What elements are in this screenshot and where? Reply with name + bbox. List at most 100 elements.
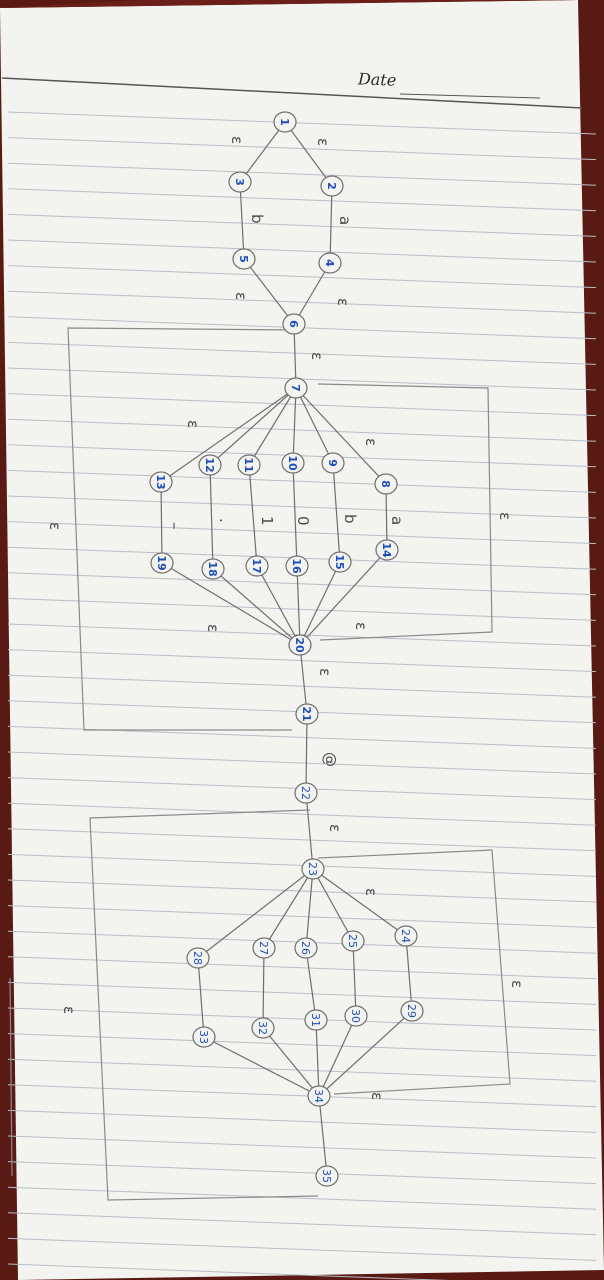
state-node: 34 — [307, 1085, 331, 1107]
transition-arrow — [305, 713, 308, 794]
transition-arrow — [299, 644, 308, 715]
transition-label: ε — [46, 522, 64, 530]
state-node: 10 — [281, 452, 305, 474]
transition-arrow — [197, 957, 205, 1038]
svg-text:20: 20 — [293, 637, 306, 653]
state-node: 32 — [251, 1017, 275, 1039]
transition-label: ε — [362, 438, 380, 446]
transition-arrow — [329, 185, 333, 264]
transition-arrow — [305, 868, 314, 949]
transition-arrow — [293, 262, 331, 325]
transition-arrow — [312, 868, 354, 942]
transition-arrow — [161, 562, 301, 646]
transition-label: ε — [314, 138, 332, 146]
svg-text:28: 28 — [191, 951, 204, 965]
state-node: 24 — [394, 925, 418, 947]
state-node: 6 — [282, 313, 306, 335]
svg-text:29: 29 — [405, 1004, 418, 1018]
transition-label: ε — [362, 888, 380, 896]
svg-text:10: 10 — [286, 455, 299, 471]
transition-arrow — [256, 565, 301, 646]
transition-label: ε — [496, 512, 514, 520]
transition-label: ε — [60, 1006, 78, 1014]
date-label: Date — [357, 69, 397, 90]
svg-text:24: 24 — [399, 929, 412, 943]
transition-arrow — [293, 323, 297, 389]
state-node: 26 — [294, 937, 318, 959]
svg-text:13: 13 — [154, 474, 167, 489]
transition-label: ε — [508, 980, 526, 988]
svg-text:16: 16 — [290, 558, 303, 574]
transition-arrow — [318, 1010, 413, 1097]
state-node: 1 — [273, 111, 297, 133]
svg-text:3: 3 — [233, 178, 246, 186]
svg-text:7: 7 — [289, 384, 302, 392]
svg-text:6: 6 — [287, 320, 300, 328]
svg-text:14: 14 — [380, 542, 393, 558]
svg-text:22: 22 — [299, 786, 312, 800]
transition-label: 1 — [258, 516, 276, 526]
transition-arrow — [305, 792, 314, 870]
svg-text:32: 32 — [256, 1021, 269, 1035]
transition-label: a — [388, 516, 406, 525]
transition-label: . — [216, 518, 234, 523]
state-node: 3 — [228, 171, 252, 193]
state-node: 9 — [321, 452, 345, 474]
svg-text:30: 30 — [349, 1009, 362, 1023]
transition-arrow — [312, 868, 407, 937]
state-node: 27 — [252, 937, 276, 959]
svg-text:27: 27 — [257, 941, 270, 955]
state-node: 22 — [294, 782, 318, 804]
state-node: 15 — [328, 551, 352, 573]
transition-label: ε — [184, 420, 202, 428]
transition-arrow — [315, 1019, 320, 1097]
transition-arrow — [295, 387, 387, 485]
state-node: 16 — [285, 555, 309, 577]
transition-arrow — [318, 1015, 357, 1097]
state-node: 20 — [288, 634, 312, 656]
state-node: 35 — [315, 1165, 339, 1187]
state-node: 19 — [150, 552, 174, 574]
transition-label: ε — [368, 1092, 386, 1100]
state-node: 25 — [341, 930, 365, 952]
svg-text:19: 19 — [155, 555, 168, 570]
state-node: 18 — [201, 558, 225, 580]
state-node: 5 — [232, 248, 256, 270]
transition-arrow — [197, 868, 314, 959]
transition-arrow — [299, 549, 388, 646]
transition-label: ε — [228, 136, 246, 144]
transition-label: ε — [326, 824, 344, 832]
transition-arrow — [305, 947, 317, 1021]
transition-label: a — [336, 216, 354, 225]
svg-text:11: 11 — [242, 457, 255, 472]
svg-text:26: 26 — [299, 941, 312, 955]
transition-arrow — [209, 464, 214, 570]
transition-label: 0 — [294, 516, 312, 526]
svg-text:25: 25 — [346, 934, 359, 948]
state-node: 29 — [400, 1000, 424, 1022]
transition-label: ε — [352, 622, 370, 630]
transition-arrow — [239, 121, 286, 183]
svg-text:8: 8 — [379, 480, 392, 488]
state-node: 7 — [284, 377, 308, 399]
svg-text:33: 33 — [197, 1030, 210, 1044]
state-node: 12 — [198, 454, 222, 476]
state-node: 11 — [237, 454, 261, 476]
svg-text:2: 2 — [325, 182, 338, 190]
transition-label: @ — [321, 752, 339, 767]
svg-text:1: 1 — [278, 118, 291, 126]
svg-text:15: 15 — [333, 554, 346, 569]
svg-text:21: 21 — [300, 706, 313, 721]
transition-arrow — [332, 462, 341, 563]
state-node: 31 — [304, 1009, 328, 1031]
state-node: 2 — [320, 175, 344, 197]
transition-arrow — [263, 868, 314, 949]
transition-label: – — [166, 522, 184, 530]
state-node: 33 — [192, 1026, 216, 1048]
transition-arrow — [262, 947, 265, 1029]
transition-arrow — [352, 940, 357, 1017]
state-node: 23 — [301, 858, 325, 880]
state-node: 28 — [186, 947, 210, 969]
svg-text:9: 9 — [326, 459, 339, 467]
